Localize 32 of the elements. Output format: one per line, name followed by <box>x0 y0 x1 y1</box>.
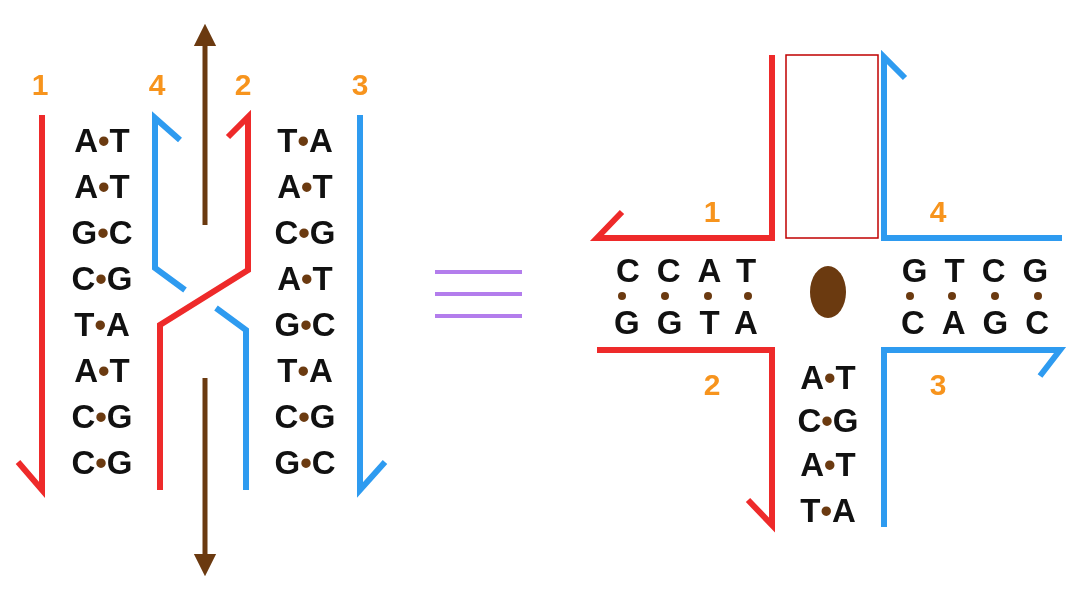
strand-number: 2 <box>703 370 721 400</box>
base-sequence: CAGC <box>899 305 1067 339</box>
strand-number: 3 <box>351 70 369 100</box>
base-pair: A•T <box>800 360 856 394</box>
strand-number: 3 <box>929 370 947 400</box>
base-sequence: GGTA <box>613 305 775 339</box>
base-pair: C•G <box>71 261 133 295</box>
base-pair: C•G <box>71 445 133 479</box>
strand-number: 1 <box>703 197 721 227</box>
strand-number: 4 <box>148 70 166 100</box>
base-pair: C•G <box>274 399 336 433</box>
base-pair: T•A <box>74 307 130 341</box>
base-pair: A•T <box>74 123 130 157</box>
base-pair: T•A <box>800 493 856 527</box>
base-sequence: CCAT <box>614 253 774 287</box>
base-pair: T•A <box>277 353 333 387</box>
base-pair: C•G <box>71 399 133 433</box>
base-pair: A•T <box>800 447 856 481</box>
base-pair: A•T <box>277 169 333 203</box>
base-pair: G•C <box>274 445 336 479</box>
base-pair: A•T <box>74 169 130 203</box>
base-pair: A•T <box>74 353 130 387</box>
strand-number: 2 <box>234 70 252 100</box>
base-pair: A•T <box>277 261 333 295</box>
base-pair: G•C <box>274 307 336 341</box>
base-pair: G•C <box>71 215 133 249</box>
base-sequence: GTCG <box>900 253 1066 287</box>
strand-number: 1 <box>31 70 49 100</box>
base-pair: C•G <box>797 403 859 437</box>
base-pair: T•A <box>277 123 333 157</box>
strand-number: 4 <box>929 197 947 227</box>
base-pair: C•G <box>274 215 336 249</box>
